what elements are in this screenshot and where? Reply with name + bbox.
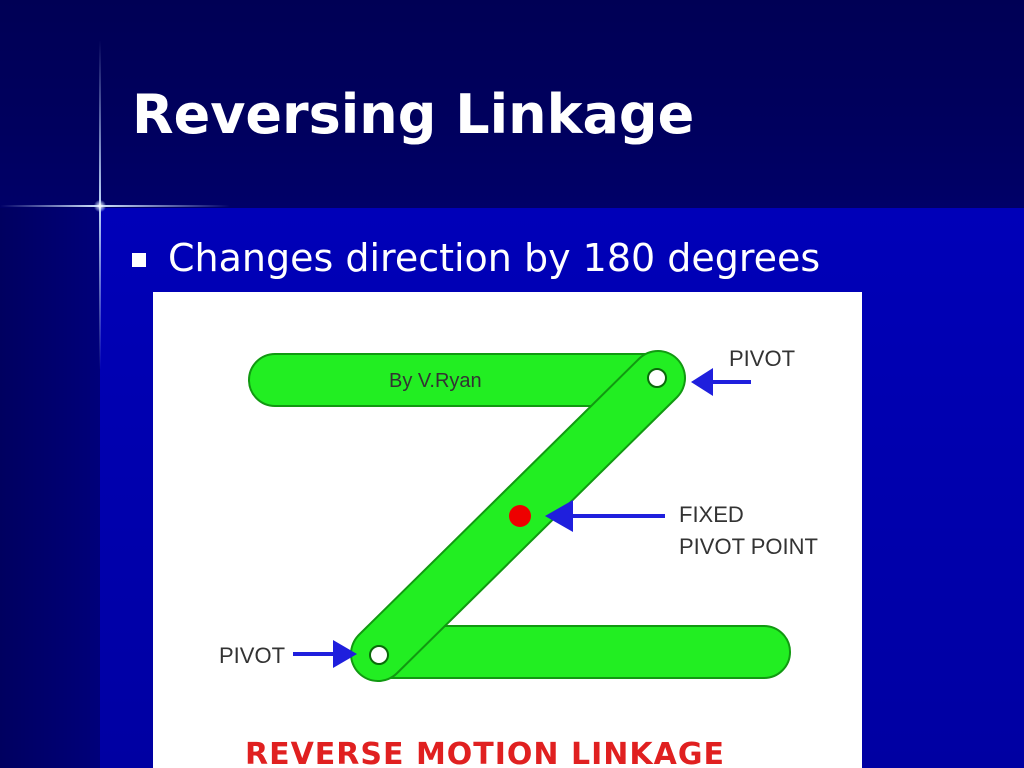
square-bullet-icon bbox=[132, 253, 146, 267]
fixed-pivot-point bbox=[509, 505, 531, 527]
label-fixed-line1: FIXED bbox=[679, 502, 744, 527]
slide-title: Reversing Linkage bbox=[132, 83, 695, 146]
linkage-diagram: By V.Ryan PIVOT FIXED PIVOT POINT PIVOT … bbox=[153, 292, 862, 768]
linkage-svg: By V.Ryan PIVOT FIXED PIVOT POINT PIVOT … bbox=[219, 346, 818, 768]
label-pivot-top: PIVOT bbox=[729, 346, 795, 371]
arrow-bottom-pivot bbox=[293, 640, 357, 668]
label-pivot-bottom: PIVOT bbox=[219, 643, 285, 668]
credit-text: By V.Ryan bbox=[389, 370, 482, 392]
bullet-item: Changes direction by 180 degrees bbox=[132, 232, 820, 284]
light-flare-core bbox=[94, 200, 106, 212]
top-pivot-hole bbox=[647, 368, 667, 388]
diagram-caption: REVERSE MOTION LINKAGE bbox=[245, 737, 725, 768]
light-flare-horizontal bbox=[0, 205, 230, 207]
arrow-fixed-pivot bbox=[545, 500, 665, 532]
bottom-pivot-hole bbox=[369, 645, 389, 665]
label-fixed-line2: PIVOT POINT bbox=[679, 534, 818, 559]
arrow-top-pivot bbox=[691, 368, 751, 396]
left-band bbox=[0, 208, 100, 768]
title-band bbox=[0, 0, 1024, 208]
bullet-text: Changes direction by 180 degrees bbox=[168, 236, 821, 280]
